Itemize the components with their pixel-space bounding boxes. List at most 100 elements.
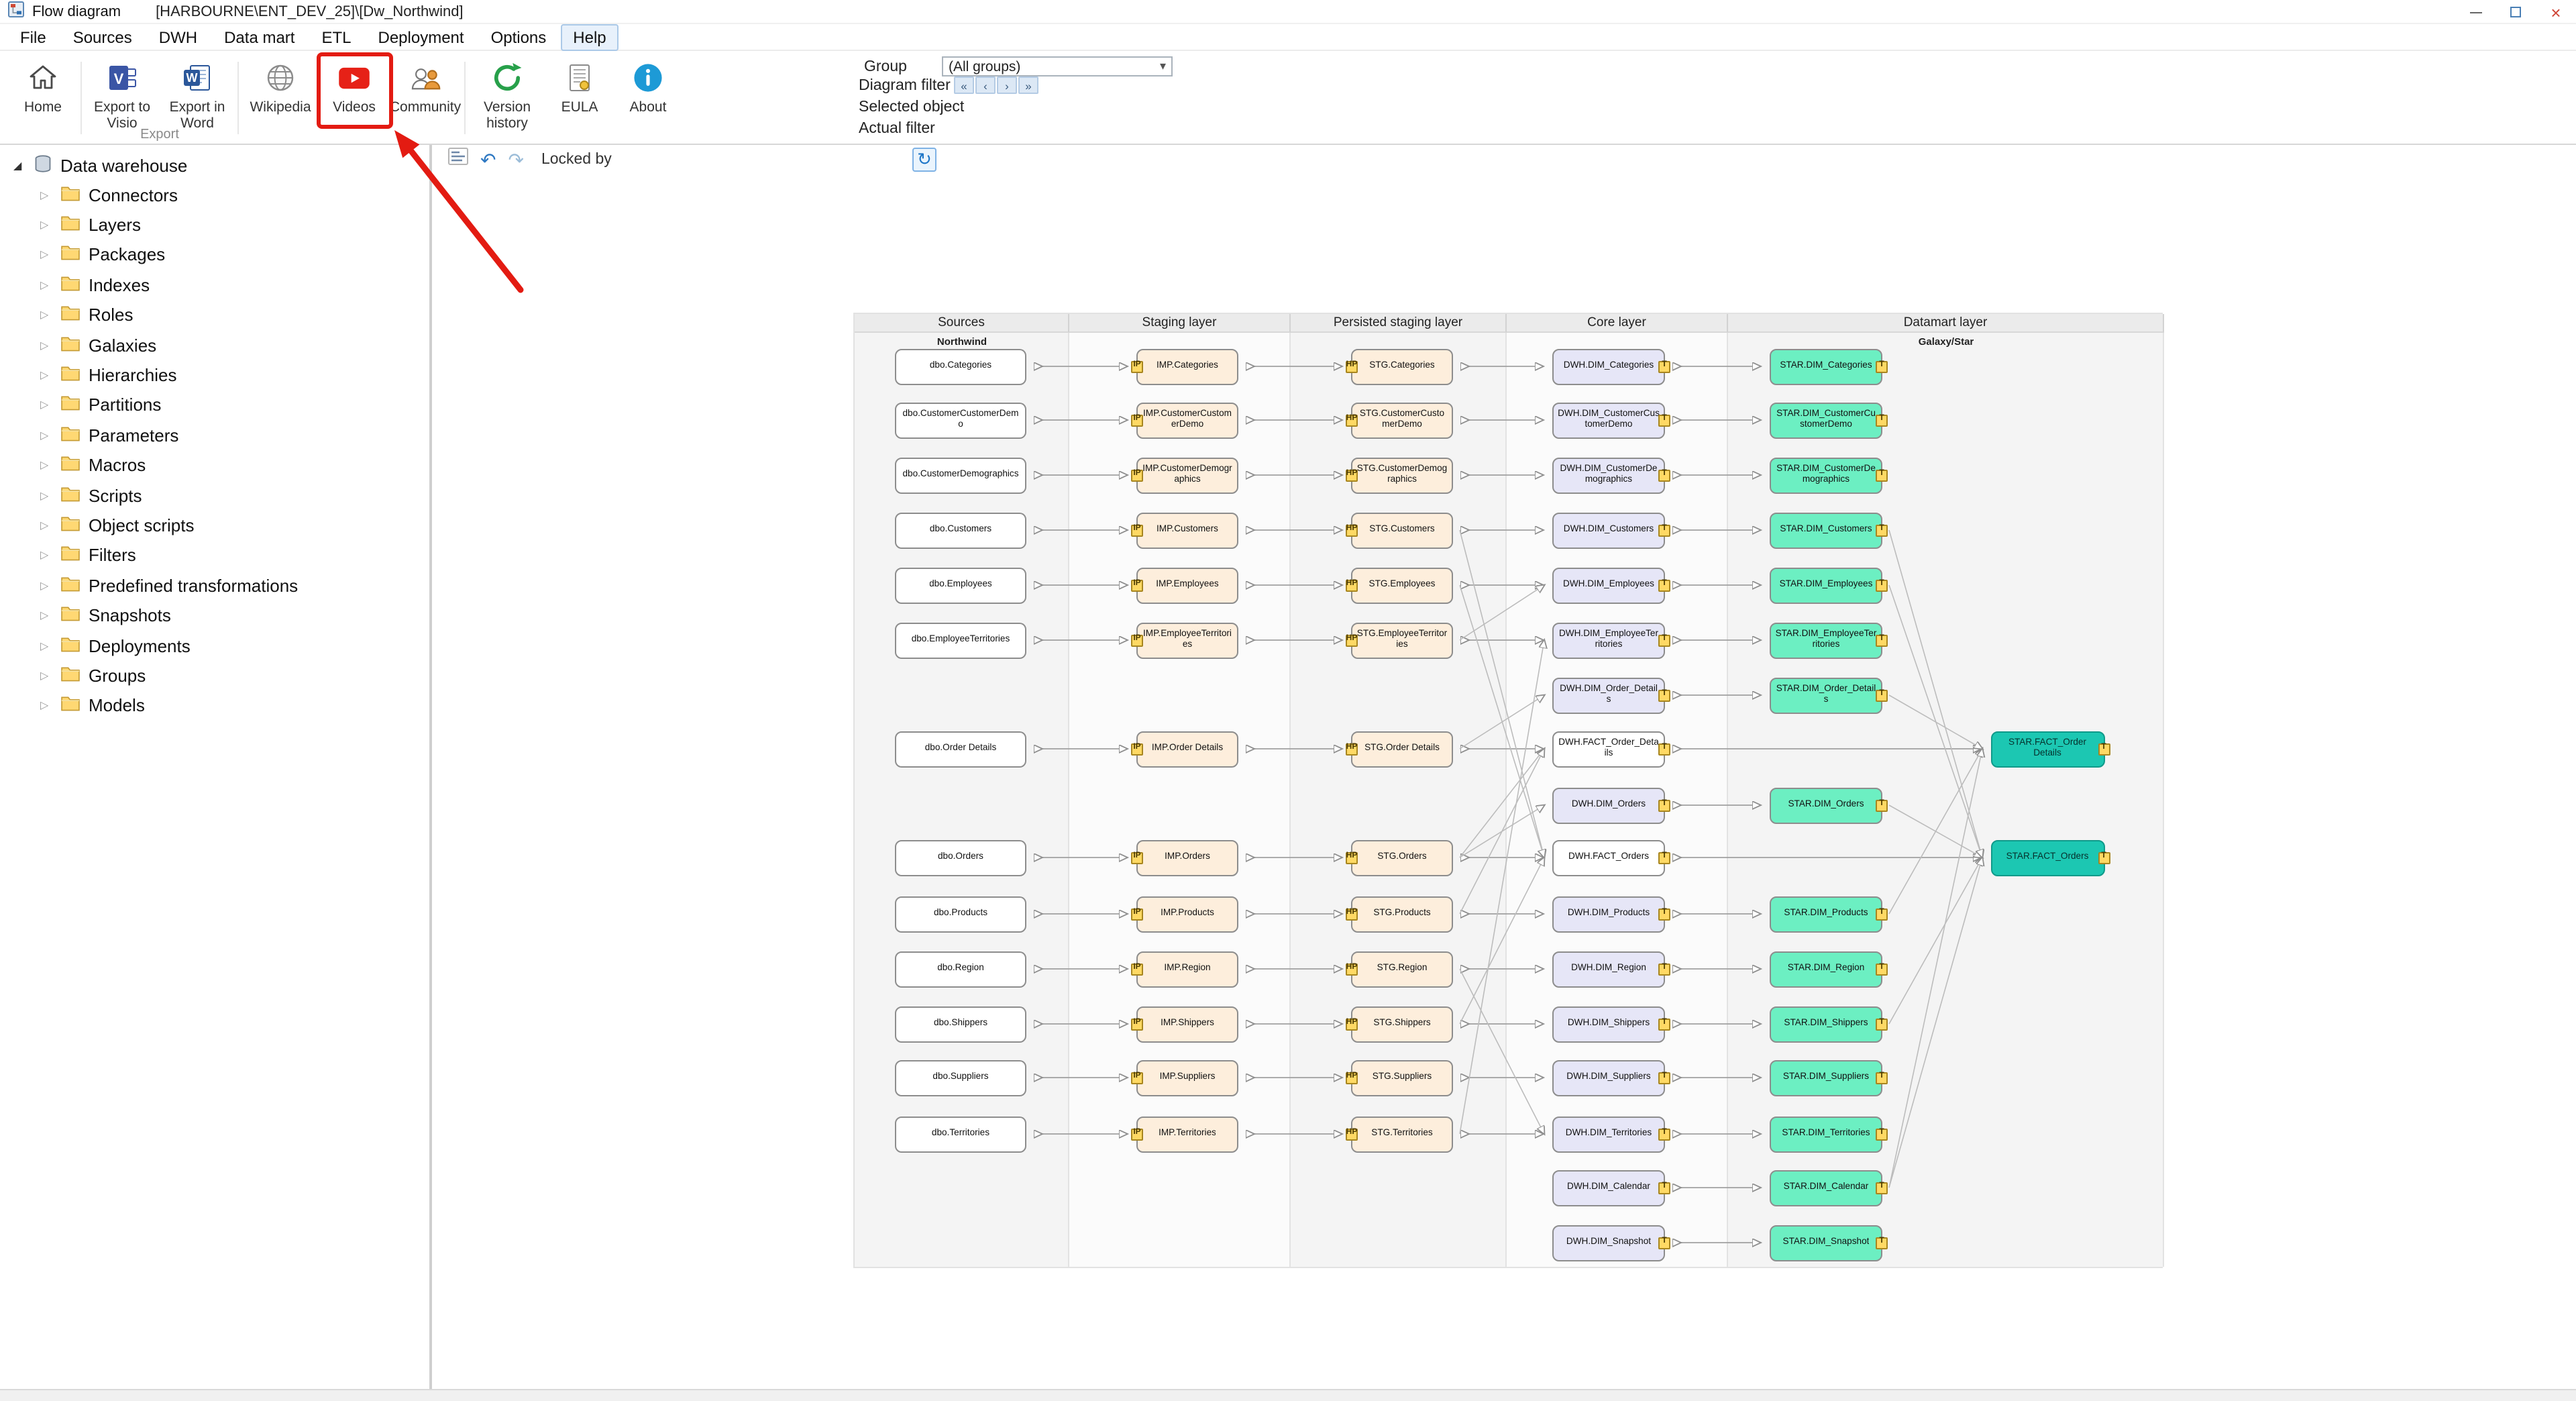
diagram-node-star-fact-order-details[interactable]: STAR.FACT_Order DetailsT (1990, 731, 2104, 767)
tree-item-filters[interactable]: ▷Filters (0, 540, 429, 570)
diagram-node-dwh-dim-employeeterritories[interactable]: DWH.DIM_EmployeeTerritoriesT (1552, 622, 1665, 658)
transformation-badge-t[interactable]: T (1876, 579, 1888, 591)
diagram-node-star-dim-customers[interactable]: STAR.DIM_CustomersT (1770, 512, 1882, 548)
diagram-node-dwh-dim-region[interactable]: DWH.DIM_RegionT (1552, 951, 1665, 987)
transformation-badge-t[interactable]: T (1876, 689, 1888, 701)
diagram-properties-icon[interactable] (448, 148, 468, 172)
diagram-node-imp-customers[interactable]: IMP.CustomersIP (1136, 512, 1238, 548)
close-button[interactable]: × (2536, 0, 2576, 24)
diagram-node-imp-employees[interactable]: IMP.EmployeesIP (1136, 567, 1238, 603)
transformation-badge-t[interactable]: T (1876, 1072, 1888, 1084)
diagram-node-star-dim-orders[interactable]: STAR.DIM_OrdersT (1770, 787, 1882, 823)
diagram-node-star-dim-customercustomerdemo[interactable]: STAR.DIM_CustomerCustomerDemoT (1770, 402, 1882, 438)
tree-item-partitions[interactable]: ▷Partitions (0, 390, 429, 420)
transformation-badge-ip[interactable]: IP (1131, 524, 1143, 536)
diagram-node-stg-employeeterritories[interactable]: STG.EmployeeTerritoriesHP (1351, 622, 1453, 658)
transformation-badge-t[interactable]: T (1658, 743, 1670, 755)
diagram-node-imp-shippers[interactable]: IMP.ShippersIP (1136, 1006, 1238, 1042)
diagram-node-star-dim-order-details[interactable]: STAR.DIM_Order_DetailsT (1770, 677, 1882, 713)
expand-icon[interactable]: ▷ (40, 609, 52, 621)
transformation-badge-t[interactable]: T (1658, 799, 1670, 811)
collapse-icon[interactable]: ◢ (13, 159, 25, 171)
diagram-filter-previous-button[interactable]: ‹ (975, 76, 996, 94)
diagram-node-dbo-employees[interactable]: dbo.Employees (895, 567, 1026, 603)
diagram-node-dwh-fact-order-details[interactable]: DWH.FACT_Order_DetailsT (1552, 731, 1665, 767)
expand-icon[interactable]: ▷ (40, 399, 52, 411)
expand-icon[interactable]: ▷ (40, 339, 52, 351)
expand-icon[interactable]: ▷ (40, 519, 52, 531)
menu-file[interactable]: File (8, 23, 58, 50)
diagram-node-dwh-dim-products[interactable]: DWH.DIM_ProductsT (1552, 896, 1665, 932)
diagram-node-stg-employees[interactable]: STG.EmployeesHP (1351, 567, 1453, 603)
diagram-node-dbo-customers[interactable]: dbo.Customers (895, 512, 1026, 548)
diagram-node-imp-customerdemographics[interactable]: IMP.CustomerDemographicsIP (1136, 457, 1238, 493)
tree-item-snapshots[interactable]: ▷Snapshots (0, 601, 429, 631)
diagram-node-dwh-dim-order-details[interactable]: DWH.DIM_Order_DetailsT (1552, 677, 1665, 713)
diagram-node-stg-order-details[interactable]: STG.Order DetailsHP (1351, 731, 1453, 767)
transformation-badge-hp[interactable]: HP (1346, 360, 1358, 372)
transformation-badge-hp[interactable]: HP (1346, 1018, 1358, 1030)
diagram-node-dbo-categories[interactable]: dbo.Categories (895, 348, 1026, 384)
diagram-node-dwh-dim-customers[interactable]: DWH.DIM_CustomersT (1552, 512, 1665, 548)
undo-icon[interactable]: ↶ (480, 150, 496, 169)
tree-item-layers[interactable]: ▷Layers (0, 210, 429, 240)
tree-item-models[interactable]: ▷Models (0, 690, 429, 721)
menu-help[interactable]: Help (561, 23, 618, 50)
transformation-badge-t[interactable]: T (1658, 469, 1670, 481)
ribbon-button-export-in-word[interactable]: WExport in Word (161, 54, 233, 132)
menu-etl[interactable]: ETL (309, 23, 363, 50)
transformation-badge-hp[interactable]: HP (1346, 963, 1358, 975)
tree-item-macros[interactable]: ▷Macros (0, 450, 429, 480)
transformation-badge-t[interactable]: T (1658, 851, 1670, 864)
diagram-node-dwh-dim-calendar[interactable]: DWH.DIM_CalendarT (1552, 1170, 1665, 1206)
transformation-badge-hp[interactable]: HP (1346, 908, 1358, 920)
diagram-node-imp-employeeterritories[interactable]: IMP.EmployeeTerritoriesIP (1136, 622, 1238, 658)
transformation-badge-ip[interactable]: IP (1131, 851, 1143, 864)
tree-item-deployments[interactable]: ▷Deployments (0, 631, 429, 661)
diagram-node-stg-territories[interactable]: STG.TerritoriesHP (1351, 1116, 1453, 1152)
menu-data-mart[interactable]: Data mart (212, 23, 307, 50)
diagram-node-star-dim-territories[interactable]: STAR.DIM_TerritoriesT (1770, 1116, 1882, 1152)
diagram-node-star-dim-calendar[interactable]: STAR.DIM_CalendarT (1770, 1170, 1882, 1206)
diagram-node-dbo-territories[interactable]: dbo.Territories (895, 1116, 1026, 1152)
transformation-badge-t[interactable]: T (1876, 1128, 1888, 1140)
transformation-badge-ip[interactable]: IP (1131, 1128, 1143, 1140)
diagram-node-star-dim-employeeterritories[interactable]: STAR.DIM_EmployeeTerritoriesT (1770, 622, 1882, 658)
transformation-badge-t[interactable]: T (1876, 360, 1888, 372)
diagram-node-star-dim-snapshot[interactable]: STAR.DIM_SnapshotT (1770, 1225, 1882, 1261)
transformation-badge-t[interactable]: T (1658, 360, 1670, 372)
transformation-badge-t[interactable]: T (1658, 414, 1670, 426)
diagram-node-dwh-fact-orders[interactable]: DWH.FACT_OrdersT (1552, 839, 1665, 876)
diagram-node-dbo-products[interactable]: dbo.Products (895, 896, 1026, 932)
ribbon-button-videos[interactable]: Videos (319, 54, 389, 132)
ribbon-button-home[interactable]: Home (11, 54, 75, 132)
transformation-badge-ip[interactable]: IP (1131, 579, 1143, 591)
tree-root-data-warehouse[interactable]: ◢ Data warehouse (0, 150, 429, 180)
transformation-badge-t[interactable]: T (1658, 634, 1670, 646)
diagram-node-dwh-dim-suppliers[interactable]: DWH.DIM_SuppliersT (1552, 1059, 1665, 1096)
diagram-node-star-dim-categories[interactable]: STAR.DIM_CategoriesT (1770, 348, 1882, 384)
transformation-badge-t[interactable]: T (1658, 908, 1670, 920)
diagram-node-imp-suppliers[interactable]: IMP.SuppliersIP (1136, 1059, 1238, 1096)
diagram-filter-first-button[interactable]: « (954, 76, 974, 94)
diagram-node-stg-customerdemographics[interactable]: STG.CustomerDemographicsHP (1351, 457, 1453, 493)
transformation-badge-t[interactable]: T (1658, 689, 1670, 701)
transformation-badge-t[interactable]: T (1876, 524, 1888, 536)
transformation-badge-t[interactable]: T (1876, 799, 1888, 811)
diagram-node-dbo-employeeterritories[interactable]: dbo.EmployeeTerritories (895, 622, 1026, 658)
expand-icon[interactable]: ▷ (40, 489, 52, 501)
menu-sources[interactable]: Sources (61, 23, 144, 50)
tree-item-predefined-transformations[interactable]: ▷Predefined transformations (0, 570, 429, 601)
diagram-node-star-fact-orders[interactable]: STAR.FACT_OrdersT (1990, 839, 2104, 876)
expand-icon[interactable]: ▷ (40, 580, 52, 592)
diagram-filter-last-button[interactable]: » (1018, 76, 1038, 94)
transformation-badge-t[interactable]: T (1658, 524, 1670, 536)
diagram-node-dbo-shippers[interactable]: dbo.Shippers (895, 1006, 1026, 1042)
expand-icon[interactable]: ▷ (40, 309, 52, 321)
group-dropdown[interactable]: (All groups) ▾ (942, 56, 1173, 76)
transformation-badge-hp[interactable]: HP (1346, 469, 1358, 481)
diagram-node-imp-categories[interactable]: IMP.CategoriesIP (1136, 348, 1238, 384)
menu-deployment[interactable]: Deployment (366, 23, 476, 50)
transformation-badge-ip[interactable]: IP (1131, 743, 1143, 755)
ribbon-button-export-to-visio[interactable]: VExport to Visio (86, 54, 158, 132)
